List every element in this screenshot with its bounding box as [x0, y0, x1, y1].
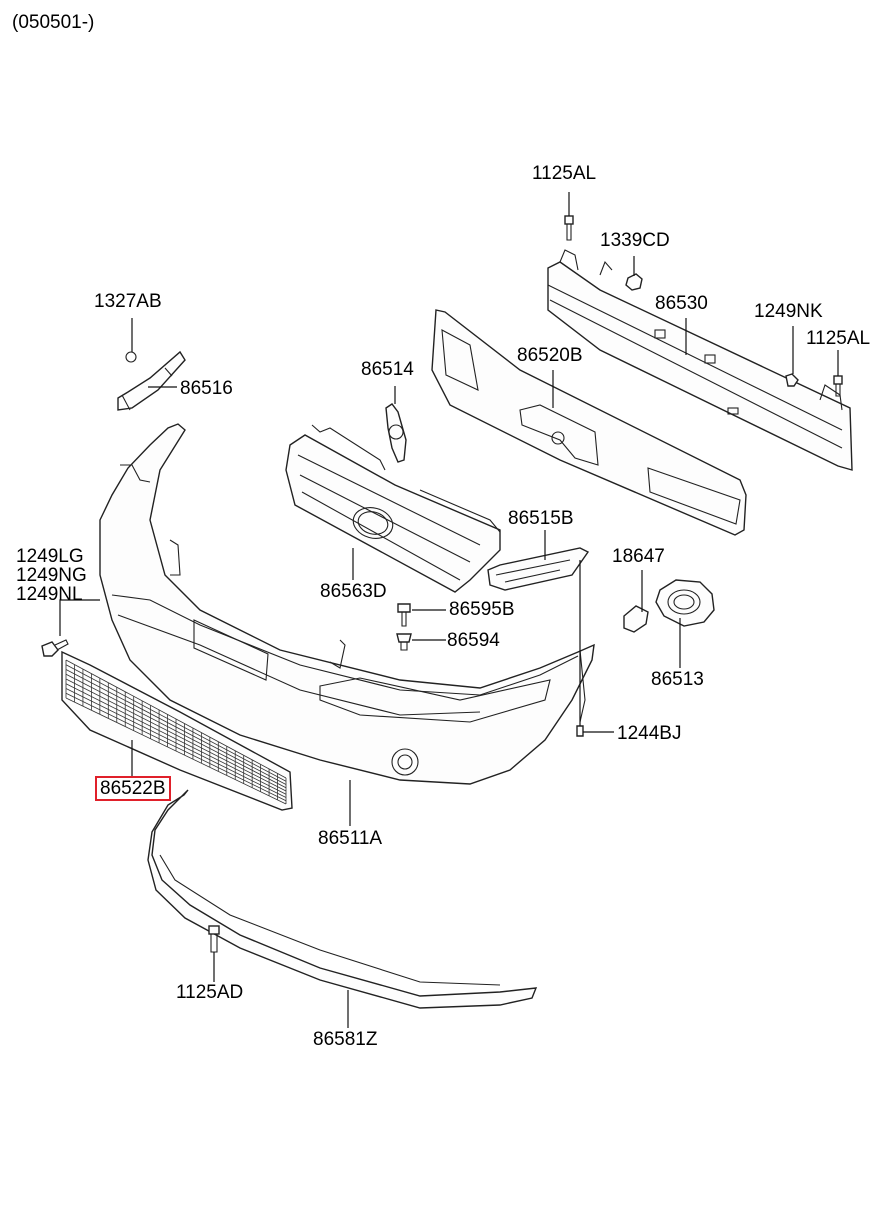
screw-1244BJ[interactable] — [576, 725, 584, 737]
grille-86563D[interactable] — [285, 424, 501, 593]
leader-lines — [59, 192, 839, 1028]
lower-grille-86522B[interactable] — [61, 650, 293, 811]
label-86581Z[interactable]: 86581Z — [313, 1029, 378, 1050]
screw-1249NK[interactable] — [785, 373, 799, 387]
energy-absorber-86520B[interactable] — [431, 309, 747, 536]
header-code: (050501-) — [12, 12, 95, 33]
label-1125AL-right[interactable]: 1125AL — [806, 328, 871, 349]
label-86530[interactable]: 86530 — [655, 293, 708, 314]
label-18647[interactable]: 18647 — [612, 546, 665, 567]
label-1249NK[interactable]: 1249NK — [754, 301, 823, 322]
label-86595B[interactable]: 86595B — [449, 599, 515, 620]
bolt-1125AD[interactable] — [208, 925, 220, 953]
bracket-86516[interactable] — [117, 350, 186, 411]
label-86511A[interactable]: 86511A — [318, 828, 383, 849]
fog-lamp-86513[interactable] — [655, 579, 715, 627]
label-86522B-highlighted[interactable]: 86522B — [95, 776, 171, 801]
bracket-86515B[interactable] — [487, 547, 590, 591]
label-86513[interactable]: 86513 — [651, 669, 704, 690]
label-1339CD[interactable]: 1339CD — [600, 230, 670, 251]
label-1244BJ[interactable]: 1244BJ — [617, 723, 682, 744]
screw-86595B[interactable] — [397, 603, 411, 627]
screw-1249LG[interactable] — [41, 639, 69, 657]
bulb-18647[interactable] — [623, 605, 649, 633]
label-1125AL-top[interactable]: 1125AL — [532, 163, 597, 184]
bolt-1125AL-right[interactable] — [833, 375, 843, 397]
nut-1339CD[interactable] — [625, 273, 643, 291]
label-1125AD[interactable]: 1125AD — [176, 982, 244, 1003]
lower-strip-86581Z[interactable] — [147, 789, 538, 1009]
label-1249NG[interactable]: 1249NG — [16, 565, 87, 586]
bumper-cover-86511A[interactable] — [99, 423, 595, 785]
label-86520B[interactable]: 86520B — [517, 345, 583, 366]
label-1249NL[interactable]: 1249NL — [16, 584, 83, 605]
clip-86594[interactable] — [396, 633, 412, 651]
label-86515B[interactable]: 86515B — [508, 508, 574, 529]
label-1249LG[interactable]: 1249LG — [16, 546, 84, 567]
reinforcement-beam-86530[interactable] — [547, 249, 853, 471]
emblem-86514[interactable] — [385, 403, 407, 463]
label-86514[interactable]: 86514 — [361, 359, 414, 380]
label-86516[interactable]: 86516 — [180, 378, 233, 399]
bolt-1125AL-top[interactable] — [564, 215, 574, 241]
label-1327AB[interactable]: 1327AB — [94, 291, 162, 312]
label-86594[interactable]: 86594 — [447, 630, 500, 651]
label-86563D[interactable]: 86563D — [320, 581, 387, 602]
